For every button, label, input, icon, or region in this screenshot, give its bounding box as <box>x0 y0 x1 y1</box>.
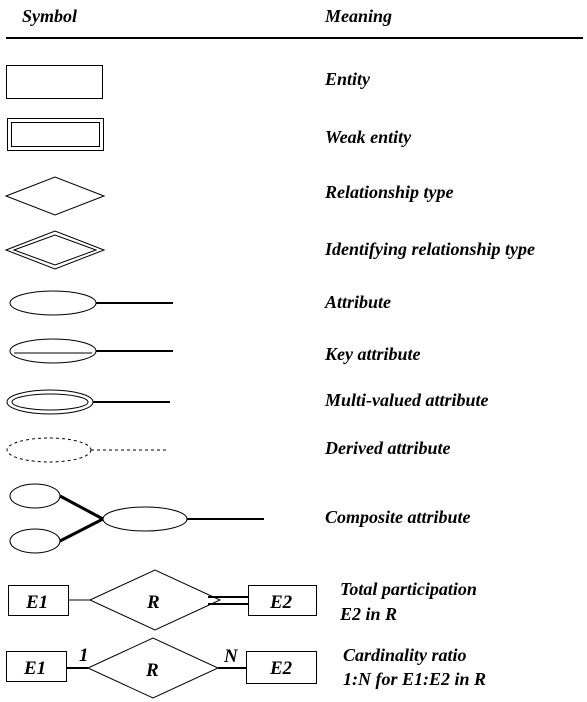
relationship-diamond <box>4 176 106 216</box>
r-label: R <box>146 592 160 613</box>
composite-attribute-ellipses <box>9 483 264 554</box>
total-participation-example <box>8 569 317 631</box>
entity-e2-box <box>246 651 317 684</box>
multivalued-attribute-meaning: Multi-valued attribute <box>325 390 489 410</box>
entity-meaning: Entity <box>325 69 371 89</box>
relationship-r-diamond <box>88 569 222 631</box>
attribute-meaning: Attribute <box>325 292 392 312</box>
identifying-relationship-double-diamond <box>4 230 106 270</box>
entity-e2-box <box>248 585 317 616</box>
relationship-type-meaning: Relationship type <box>325 182 454 202</box>
e1-label: E1 <box>25 592 48 613</box>
attribute-ellipse <box>9 290 173 316</box>
cardinality-ratio-detail: 1:N for E1:E2 in R <box>343 669 487 689</box>
symbol-column-header: Symbol <box>22 6 78 26</box>
cardinality-one-label: 1 <box>79 645 89 666</box>
e2-label: E2 <box>269 592 293 613</box>
key-attribute-ellipse <box>9 338 173 364</box>
cardinality-ratio-meaning: Cardinality ratio <box>343 645 467 665</box>
composite-attribute-meaning: Composite attribute <box>325 507 471 527</box>
multivalued-attribute-double-ellipse <box>6 389 170 415</box>
derived-attribute-dashed-ellipse <box>6 437 169 463</box>
weak-entity-meaning: Weak entity <box>325 127 412 147</box>
r-label: R <box>145 660 159 681</box>
header-divider <box>6 37 583 39</box>
meaning-column-header: Meaning <box>325 6 393 26</box>
cardinality-ratio-example <box>6 637 317 699</box>
e2-label: E2 <box>269 658 293 679</box>
e1-label: E1 <box>23 658 46 679</box>
cardinality-n-label: N <box>223 646 239 667</box>
entity-rectangle <box>6 65 103 99</box>
total-participation-meaning: Total participation <box>340 579 477 599</box>
identifying-relationship-type-meaning: Identifying relationship type <box>325 239 536 259</box>
derived-attribute-meaning: Derived attribute <box>325 438 451 458</box>
total-participation-detail: E2 in R <box>340 604 398 624</box>
weak-entity-double-rectangle <box>7 118 104 151</box>
key-attribute-meaning: Key attribute <box>325 344 421 364</box>
entity-e1-box <box>6 651 67 682</box>
